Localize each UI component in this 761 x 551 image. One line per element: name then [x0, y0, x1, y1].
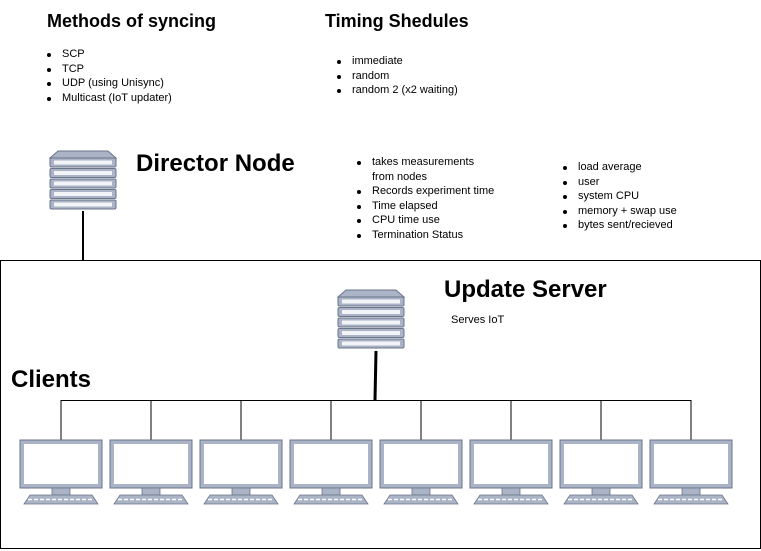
- client-computer-icon: [559, 439, 643, 505]
- sync-methods-list: SCP TCP UDP (using Unisync) Multicast (I…: [47, 47, 172, 105]
- update-server-note: Serves IoT: [451, 314, 505, 326]
- client-computers: [19, 439, 733, 505]
- list-item: random: [337, 69, 458, 84]
- list-item: UDP (using Unisync): [47, 76, 172, 91]
- list-item: Time elapsed: [357, 199, 494, 214]
- client-computer-icon: [469, 439, 553, 505]
- list-item: user: [563, 175, 677, 190]
- client-computer-icon: [109, 439, 193, 505]
- client-computer-icon: [289, 439, 373, 505]
- list-item: Records experiment time: [357, 184, 494, 199]
- director-server-icon: [48, 150, 118, 210]
- sync-methods-title: Methods of syncing: [47, 11, 217, 31]
- list-item: CPU time use: [357, 213, 494, 228]
- list-item: immediate: [337, 54, 458, 69]
- update-server-icon: [336, 289, 406, 349]
- director-title: Director Node: [136, 150, 295, 177]
- clients-title: Clients: [11, 366, 92, 393]
- client-computer-icon: [199, 439, 283, 505]
- timing-title: Timing Shedules: [325, 11, 469, 31]
- list-item: Multicast (IoT updater): [47, 91, 172, 106]
- list-item: TCP: [47, 62, 172, 77]
- client-bus: [60, 400, 692, 440]
- list-item: Termination Status: [357, 228, 494, 243]
- client-computer-icon: [649, 439, 733, 505]
- client-computer-icon: [19, 439, 103, 505]
- list-item: system CPU: [563, 189, 677, 204]
- list-item: SCP: [47, 47, 172, 62]
- list-item: memory + swap use: [563, 204, 677, 219]
- list-item: load average: [563, 160, 677, 175]
- list-item: random 2 (x2 waiting): [337, 83, 458, 98]
- update-server-title: Update Server: [444, 276, 607, 303]
- director-metrics-list: load average user system CPU memory + sw…: [563, 160, 677, 233]
- update-server-link: [373, 350, 378, 401]
- timing-list: immediate random random 2 (x2 waiting): [337, 54, 458, 98]
- list-item: bytes sent/recieved: [563, 218, 677, 233]
- client-computer-icon: [379, 439, 463, 505]
